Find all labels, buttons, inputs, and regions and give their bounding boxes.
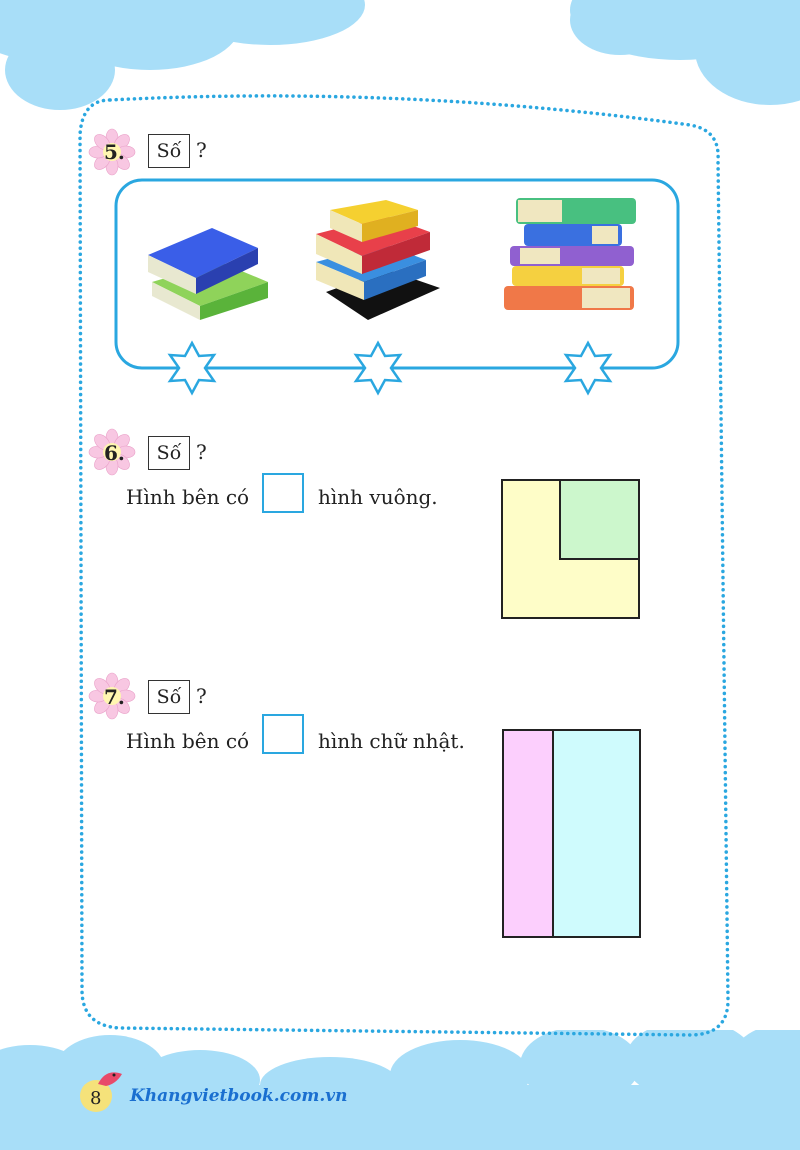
question-number: 5. xyxy=(104,140,125,164)
book-stack-two xyxy=(148,228,268,320)
page-number: 8 xyxy=(90,1088,102,1109)
so-label-box: Số xyxy=(148,680,190,714)
book-stack-six xyxy=(504,198,636,310)
answer-box-rectangles[interactable] xyxy=(262,714,304,754)
question-mark: ? xyxy=(196,440,207,464)
answer-box-squares[interactable] xyxy=(262,473,304,513)
answer-star-2 xyxy=(353,340,403,396)
book-stack-four xyxy=(316,200,440,320)
question-text-before: Hình bên có xyxy=(126,729,250,753)
question-text-after: hình chữ nhật. xyxy=(318,729,465,753)
rectangles-figure xyxy=(502,729,641,938)
flower-icon xyxy=(88,672,136,720)
squares-figure xyxy=(501,479,640,619)
question-mark: ? xyxy=(196,138,207,162)
website-link[interactable]: Khangvietbook.com.vn xyxy=(130,1086,348,1106)
answer-star-3 xyxy=(563,340,613,396)
flower-icon xyxy=(88,128,136,176)
question-text-after: hình vuông. xyxy=(318,485,438,509)
question-text-before: Hình bên có xyxy=(126,485,250,509)
answer-star-1 xyxy=(167,340,217,396)
so-label-box: Số xyxy=(148,436,190,470)
flower-icon xyxy=(88,428,136,476)
question-number: 7. xyxy=(104,685,125,709)
so-label-box: Số xyxy=(148,134,190,168)
page-number-badge xyxy=(80,1072,122,1112)
question-number: 6. xyxy=(104,441,125,465)
top-clouds xyxy=(0,0,800,110)
question-mark: ? xyxy=(196,684,207,708)
